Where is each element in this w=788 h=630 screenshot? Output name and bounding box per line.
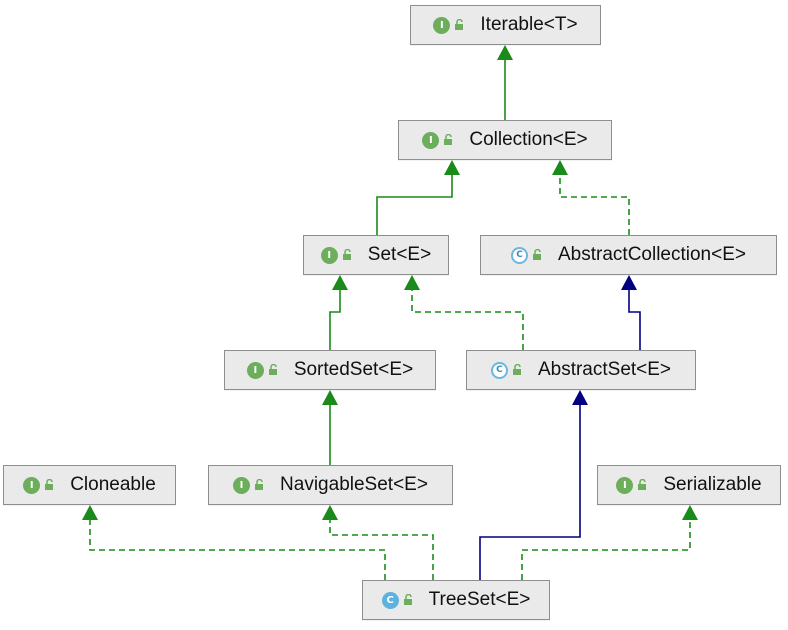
public-lock-icon: [444, 134, 453, 145]
node-label: TreeSet<E>: [428, 589, 531, 610]
node-abstract-set[interactable]: C AbstractSet<E>: [466, 350, 696, 390]
node-label: Cloneable: [70, 474, 156, 495]
arrowhead-treeset-to-navigableset: [322, 505, 338, 520]
node-label: Collection<E>: [469, 129, 588, 150]
abstract-class-icon: C: [511, 246, 528, 264]
arrowhead-set-to-collection: [444, 160, 460, 175]
public-lock-icon: [533, 249, 541, 260]
edge-treeset-to-navigableset: [329, 517, 434, 580]
public-lock-icon: [45, 479, 54, 490]
node-label: AbstractSet<E>: [537, 359, 672, 380]
node-label: Iterable<T>: [480, 14, 578, 35]
arrowhead-abstractcollection-to-collection: [552, 160, 568, 175]
class-icon: C: [381, 591, 399, 609]
public-lock-icon: [255, 479, 264, 490]
arrowhead-sortedset-to-set: [332, 275, 348, 290]
edge-abstractcollection-to-collection: [559, 172, 630, 235]
edge-abstractset-to-abstractcollection: [628, 287, 641, 350]
abstract-class-icon: C: [490, 361, 508, 379]
edge-set-to-collection: [376, 172, 453, 235]
edge-treeset-to-abstractset: [479, 402, 581, 580]
node-label: Set<E>: [367, 244, 432, 265]
public-lock-icon: [455, 19, 464, 30]
node-navigable-set[interactable]: I NavigableSet<E>: [208, 465, 453, 505]
interface-icon: I: [246, 361, 264, 379]
interface-icon: I: [320, 246, 338, 264]
node-label: AbstractCollection<E>: [558, 244, 746, 265]
arrowhead-abstractset-to-set: [404, 275, 420, 290]
arrowhead-collection-to-iterable: [497, 45, 513, 60]
node-label: SortedSet<E>: [293, 359, 414, 380]
arrowhead-treeset-to-abstractset: [572, 390, 588, 405]
interface-icon: I: [433, 16, 451, 34]
node-tree-set[interactable]: C TreeSet<E>: [362, 580, 550, 620]
public-lock-icon: [268, 364, 277, 375]
interface-icon: I: [233, 476, 251, 494]
arrowhead-abstractset-to-abstractcollection: [621, 275, 637, 290]
node-collection[interactable]: I Collection<E>: [398, 120, 612, 160]
node-iterable[interactable]: I Iterable<T>: [410, 5, 601, 45]
edge-treeset-to-serializable: [521, 517, 691, 580]
public-lock-icon: [512, 364, 521, 375]
node-set[interactable]: I Set<E>: [303, 235, 449, 275]
edge-abstractset-to-set: [411, 287, 524, 350]
arrowhead-treeset-to-serializable: [682, 505, 698, 520]
edge-sortedset-to-set: [329, 287, 341, 350]
edge-treeset-to-cloneable: [89, 517, 386, 580]
node-sorted-set[interactable]: I SortedSet<E>: [224, 350, 436, 390]
interface-icon: I: [616, 476, 634, 494]
arrowhead-navigableset-to-sortedset: [322, 390, 338, 405]
public-lock-icon: [342, 249, 351, 260]
interface-icon: I: [23, 476, 41, 494]
node-cloneable[interactable]: I Cloneable: [3, 465, 176, 505]
node-label: Serializable: [663, 474, 762, 495]
node-label: NavigableSet<E>: [280, 474, 428, 495]
public-lock-icon: [403, 594, 412, 605]
node-abstract-collection[interactable]: C AbstractCollection<E>: [480, 235, 777, 275]
public-lock-icon: [638, 479, 647, 490]
node-serializable[interactable]: I Serializable: [597, 465, 781, 505]
arrowhead-treeset-to-cloneable: [82, 505, 98, 520]
interface-icon: I: [422, 131, 440, 149]
